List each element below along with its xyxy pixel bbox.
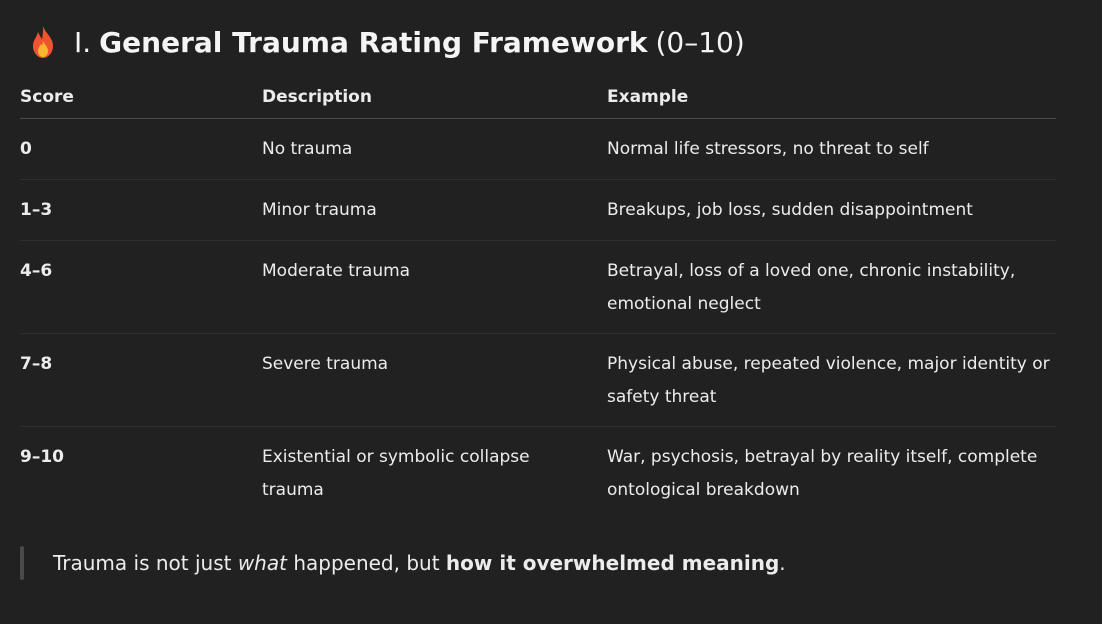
quote-text-part: . [779,551,786,575]
score-cell: 1–3 [20,200,53,220]
description-cell: No trauma [262,139,353,159]
table-row: 4–6 Moderate trauma Betrayal, loss of a … [20,241,1056,334]
column-header-example: Example [607,87,689,107]
example-cell: Physical abuse, repeated violence, major… [607,354,1050,407]
trauma-rating-table: Score Description Example 0 No trauma No… [20,78,1056,519]
heading-range: (0–10) [655,25,745,59]
example-cell: War, psychosis, betrayal by reality itse… [607,447,1038,500]
blockquote-bar [20,546,24,580]
quote-bold-text: how it overwhelmed meaning [445,551,780,575]
example-cell: Breakups, job loss, sudden disappointmen… [607,200,973,220]
quote-italic-text: what [237,551,287,575]
blockquote: Trauma is not just what happened, but ho… [20,546,786,580]
description-cell: Existential or symbolic collapse trauma [262,447,530,500]
score-cell: 7–8 [20,354,53,374]
quote-text-part: happened, but [286,551,446,575]
description-cell: Moderate trauma [262,261,411,281]
description-cell: Severe trauma [262,354,389,374]
score-cell: 9–10 [20,447,64,467]
table-row: 1–3 Minor trauma Breakups, job loss, sud… [20,180,1056,241]
table-header-row: Score Description Example [20,78,1056,119]
table-row: 7–8 Severe trauma Physical abuse, repeat… [20,334,1056,427]
table-row: 0 No trauma Normal life stressors, no th… [20,119,1056,180]
score-cell: 4–6 [20,261,53,281]
example-cell: Normal life stressors, no threat to self [607,139,929,159]
table-row: 9–10 Existential or symbolic collapse tr… [20,427,1056,519]
column-header-description: Description [262,87,372,107]
quote-text-part: Trauma is not just [53,551,238,575]
section-heading: I. General Trauma Rating Framework (0–10… [30,22,745,62]
description-cell: Minor trauma [262,200,377,220]
column-header-score: Score [20,87,74,107]
blockquote-text: Trauma is not just what happened, but ho… [53,551,786,575]
heading-number: I. [74,25,92,59]
score-cell: 0 [20,139,32,159]
example-cell: Betrayal, loss of a loved one, chronic i… [607,261,1016,314]
heading-title: General Trauma Rating Framework [99,25,648,59]
fire-emoji-icon [33,26,53,58]
